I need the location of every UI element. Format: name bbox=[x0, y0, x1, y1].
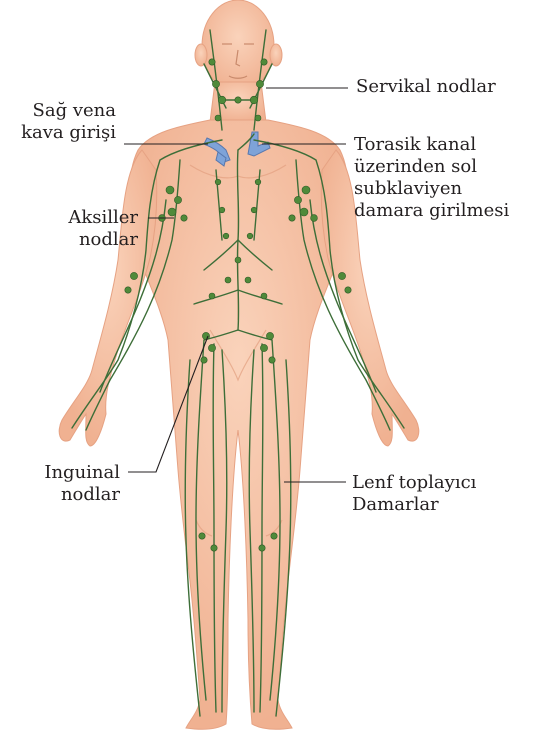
label-torasik-kanal: Torasik kanal üzerinden sol subklaviyen … bbox=[354, 134, 509, 222]
label-lenf-toplayici: Lenf toplayıcı Damarlar bbox=[352, 472, 476, 516]
label-sag-vena-kava: Sağ vena kava girişi bbox=[12, 100, 116, 144]
label-servikal-nodlar: Servikal nodlar bbox=[356, 76, 496, 98]
label-aksiller-nodlar: Aksiller nodlar bbox=[20, 207, 138, 251]
label-inguinal-nodlar: Inguinal nodlar bbox=[10, 462, 120, 506]
